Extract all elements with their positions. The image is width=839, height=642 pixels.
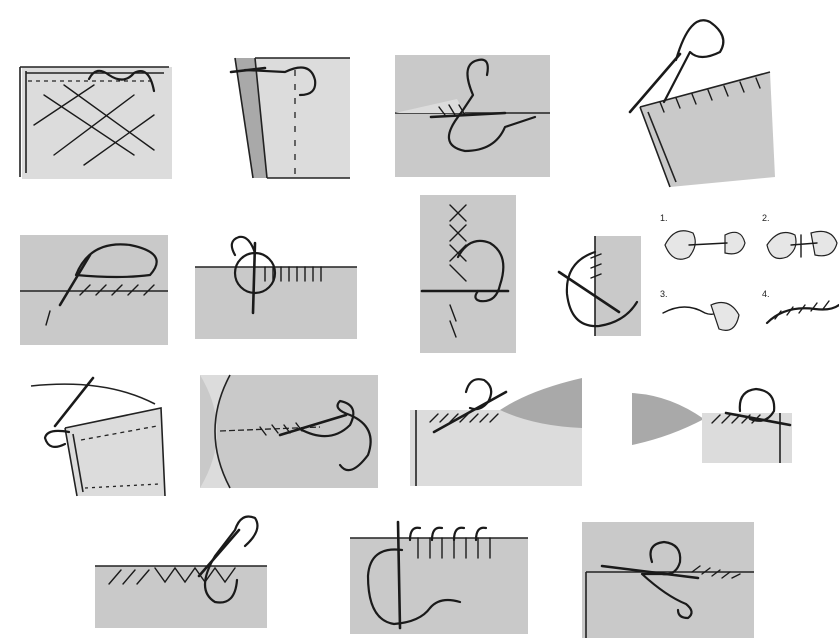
running-whip-illustration <box>582 522 757 640</box>
panel-hand-steps: 1. 2. 3. 4. <box>655 205 839 355</box>
blanket-stitch-edge-illustration <box>350 510 530 635</box>
panel-buttonhole-stitch <box>195 225 360 340</box>
step-label-2: 2. <box>762 213 770 223</box>
panel-blanket-stitch-edge <box>350 510 530 635</box>
panel-blanket-corner <box>620 12 785 192</box>
panel-twisted-ribbon-right <box>630 385 795 465</box>
rolled-edge-illustration <box>555 232 645 342</box>
panel-twisted-ribbon-left <box>410 370 585 488</box>
feather-stitch-illustration <box>420 195 518 355</box>
basting-corner-illustration <box>14 55 174 180</box>
curved-seam-illustration <box>200 375 380 490</box>
buttonhole-stitch-illustration <box>195 225 360 340</box>
twisted-ribbon-left-illustration <box>410 370 585 488</box>
step-2-hands <box>767 231 837 258</box>
hem-fold-illustration <box>225 50 355 180</box>
step-1-hands <box>665 231 745 260</box>
step-label-3: 3. <box>660 289 668 299</box>
hand-steps-illustration <box>655 205 839 355</box>
overcast-fold-illustration <box>25 368 175 500</box>
panel-herringbone-stitch <box>95 510 270 628</box>
step-label-1: 1. <box>660 213 668 223</box>
step-3-hands <box>663 303 739 331</box>
panel-basting-corner <box>14 55 174 180</box>
step-4-cord <box>767 301 839 323</box>
slip-stitch-illustration <box>395 55 555 180</box>
panel-rolled-edge <box>555 232 645 342</box>
panel-overcast-fold <box>25 368 175 500</box>
panel-running-whip <box>582 522 757 640</box>
panel-feather-stitch <box>420 195 518 355</box>
blanket-corner-illustration <box>620 12 785 192</box>
panel-slip-stitch <box>395 55 555 180</box>
panel-hem-fold <box>225 50 355 180</box>
panel-catch-stitch <box>20 235 170 347</box>
twisted-ribbon-right-illustration <box>630 385 795 465</box>
catch-stitch-illustration <box>20 235 170 347</box>
herringbone-stitch-illustration <box>95 510 270 628</box>
step-label-4: 4. <box>762 289 770 299</box>
panel-curved-seam <box>200 375 380 490</box>
